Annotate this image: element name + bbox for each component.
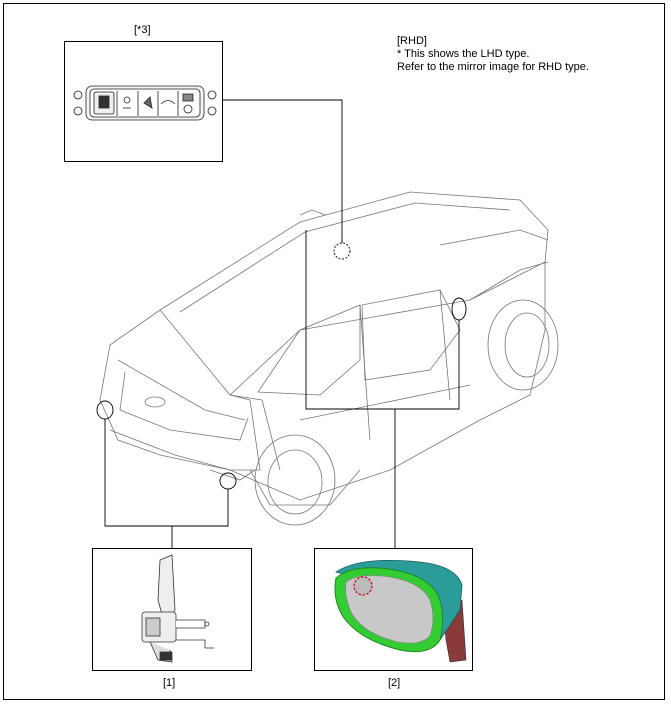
switch-panel-illustration <box>73 85 217 121</box>
mirror-marker <box>451 297 467 321</box>
sensor-bracket-illustration <box>141 554 214 663</box>
switch-location-marker <box>333 242 351 260</box>
callout-label-switch-panel: [*3] <box>134 24 151 36</box>
callout-label-mirror: [2] <box>388 677 401 689</box>
callout-label-sensor: [1] <box>163 677 176 689</box>
leader-lines <box>104 99 460 548</box>
mirror-illustration <box>334 559 467 663</box>
diagram-frame <box>3 3 665 700</box>
rear-sensor-marker-right <box>219 472 237 490</box>
rear-sensor-marker-left <box>96 400 114 420</box>
note-line-3: Refer to the mirror image for RHD type. <box>397 61 589 73</box>
vehicle-outline <box>99 191 559 526</box>
mirror-sensor-highlight <box>353 576 373 596</box>
note-line-2: * This shows the LHD type. <box>397 48 530 60</box>
rhd-note: [RHD] * This shows the LHD type. Refer t… <box>397 35 589 74</box>
note-line-1: [RHD] <box>397 35 427 47</box>
